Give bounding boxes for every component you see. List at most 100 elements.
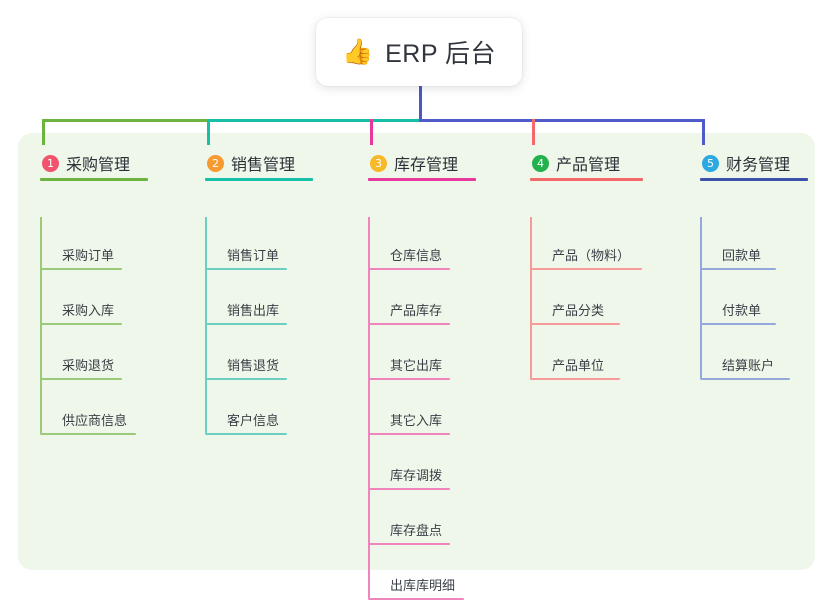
list-item[interactable]: 销售订单	[205, 238, 287, 270]
column-header-2[interactable]: 2 销售管理	[205, 145, 313, 181]
column-header-3[interactable]: 3 库存管理	[368, 145, 476, 181]
column-header-rule-4	[530, 178, 643, 181]
column-header-5[interactable]: 5 财务管理	[700, 145, 808, 181]
list-item-label: 客户信息	[227, 413, 280, 428]
list-item-label: 其它出库	[390, 358, 443, 373]
connector-drop-4	[532, 119, 535, 145]
connector-drop-3	[370, 119, 373, 145]
list-item-label: 回款单	[722, 248, 762, 263]
list-item[interactable]: 仓库信息	[368, 238, 450, 270]
list-item-rule	[368, 543, 450, 545]
list-item-rule	[530, 378, 620, 380]
list-item[interactable]: 客户信息	[205, 403, 287, 435]
list-item-label: 仓库信息	[390, 248, 443, 263]
column-title-1: 采购管理	[66, 157, 131, 174]
list-item-rule	[40, 268, 122, 270]
list-item-rule	[368, 268, 450, 270]
root-title-card[interactable]: 👍 ERP 后台	[316, 18, 522, 86]
list-item-label: 产品（物料）	[552, 248, 631, 263]
connector-bar-segment-3	[419, 119, 705, 122]
list-item-label: 供应商信息	[62, 413, 128, 428]
column-badge-4: 4	[532, 154, 549, 172]
list-item[interactable]: 产品单位	[530, 348, 620, 380]
list-item[interactable]: 库存调拨	[368, 458, 450, 490]
list-item-label: 结算账户	[722, 358, 775, 373]
list-item-label: 采购退货	[62, 358, 115, 373]
list-item-label: 产品库存	[390, 303, 443, 318]
list-item-rule	[205, 323, 287, 325]
column-5: 5 财务管理回款单付款单结算账户	[700, 145, 808, 380]
root-title-inner: 👍 ERP 后台	[342, 34, 496, 70]
connector-drop-2	[207, 119, 210, 145]
list-item-label: 采购订单	[62, 248, 115, 263]
column-title-4: 产品管理	[556, 157, 621, 174]
list-item-rule	[700, 268, 776, 270]
list-item[interactable]: 销售出库	[205, 293, 287, 325]
list-item-rule	[205, 378, 287, 380]
list-item-rule	[40, 323, 122, 325]
list-item[interactable]: 出库库明细	[368, 568, 464, 600]
list-item-label: 产品分类	[552, 303, 605, 318]
column-badge-2: 2	[207, 154, 224, 172]
list-item-label: 出库库明细	[390, 578, 456, 593]
list-item-rule	[205, 433, 287, 435]
list-item[interactable]: 产品库存	[368, 293, 450, 325]
column-header-rule-1	[40, 178, 148, 181]
list-item-label: 销售出库	[227, 303, 280, 318]
list-item[interactable]: 销售退货	[205, 348, 287, 380]
list-item-label: 采购入库	[62, 303, 115, 318]
root-title-text: ERP 后台	[385, 40, 497, 68]
column-2: 2 销售管理销售订单销售出库销售退货客户信息	[205, 145, 313, 435]
list-item[interactable]: 产品（物料）	[530, 238, 642, 270]
column-header-rule-5	[700, 178, 808, 181]
list-item-rule	[700, 323, 776, 325]
connector-drop-1	[42, 119, 45, 145]
list-item-rule	[368, 323, 450, 325]
list-item[interactable]: 其它入库	[368, 403, 450, 435]
list-item-rule	[368, 378, 450, 380]
list-item[interactable]: 付款单	[700, 293, 776, 325]
column-4: 4 产品管理产品（物料） 产品分类产品单位	[530, 145, 643, 380]
list-item-rule	[700, 378, 790, 380]
column-spine-3	[368, 217, 370, 598]
column-title-3: 库存管理	[394, 157, 459, 174]
list-item-rule	[530, 268, 642, 270]
list-item[interactable]: 采购退货	[40, 348, 122, 380]
column-badge-5: 5	[702, 154, 719, 172]
list-item[interactable]: 回款单	[700, 238, 776, 270]
connector-root-stem	[419, 86, 422, 122]
column-title-5: 财务管理	[726, 157, 791, 174]
column-title-2: 销售管理	[231, 157, 296, 174]
list-item[interactable]: 其它出库	[368, 348, 450, 380]
list-item-label: 库存调拨	[390, 468, 443, 483]
thumbs-up-icon: 👍	[341, 37, 374, 66]
list-item[interactable]: 采购订单	[40, 238, 122, 270]
connector-drop-5	[702, 119, 705, 145]
column-spine-5	[700, 217, 702, 378]
column-spine-4	[530, 217, 532, 378]
column-3: 3 库存管理仓库信息产品库存其它出库其它入库库存调拨库存盘点出库库明细	[368, 145, 476, 600]
list-item[interactable]: 库存盘点	[368, 513, 450, 545]
connector-bar-segment-2	[207, 119, 419, 122]
column-spine-2	[205, 217, 207, 433]
column-badge-3: 3	[370, 154, 387, 172]
column-header-rule-2	[205, 178, 313, 181]
list-item[interactable]: 供应商信息	[40, 403, 136, 435]
column-header-4[interactable]: 4 产品管理	[530, 145, 643, 181]
list-item-label: 其它入库	[390, 413, 443, 428]
diagram-panel	[18, 133, 815, 570]
list-item-label: 付款单	[722, 303, 762, 318]
list-item-rule	[530, 323, 620, 325]
list-item[interactable]: 采购入库	[40, 293, 122, 325]
list-item-label: 销售订单	[227, 248, 280, 263]
column-spine-1	[40, 217, 42, 433]
list-item[interactable]: 结算账户	[700, 348, 790, 380]
list-item-label: 产品单位	[552, 358, 605, 373]
connector-bar-segment-1	[42, 119, 207, 122]
list-item-rule	[368, 433, 450, 435]
list-item[interactable]: 产品分类	[530, 293, 620, 325]
list-item-rule	[205, 268, 287, 270]
